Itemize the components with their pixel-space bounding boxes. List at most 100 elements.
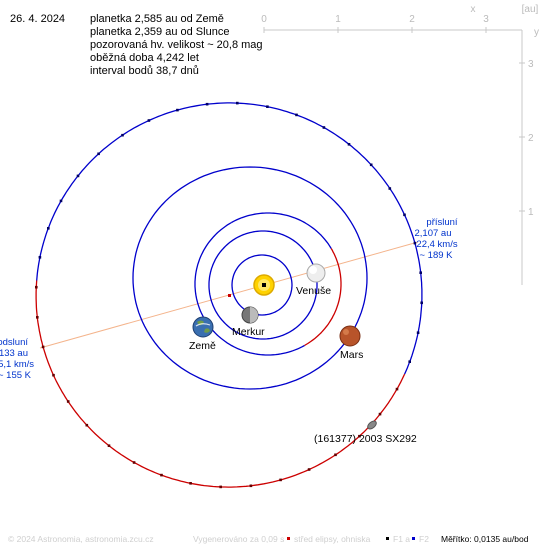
mars-orbit bbox=[132, 166, 368, 390]
orbit-point bbox=[369, 163, 373, 167]
x-tick-label: 2 bbox=[409, 14, 415, 25]
orbit-point bbox=[38, 256, 42, 259]
aphelion-distance: 2,133 au bbox=[0, 348, 28, 359]
orbit-point bbox=[121, 133, 124, 137]
info-block: 26. 4. 2024 planetka 2,585 au od Země pl… bbox=[10, 13, 263, 77]
orbit-point bbox=[408, 360, 411, 363]
generated-text: Vygenerováno za 0,09 s bbox=[193, 534, 284, 544]
earth-orbit-blue bbox=[231, 212, 332, 249]
orbit-point bbox=[176, 108, 179, 112]
x-axis-name: x bbox=[471, 4, 476, 15]
info-line: pozorovaná hv. velikost ~ 20,8 mag bbox=[90, 39, 263, 51]
orbit-point bbox=[236, 101, 239, 105]
mars: Mars bbox=[339, 325, 363, 361]
axis-unit: [au] bbox=[522, 4, 539, 15]
sun bbox=[253, 274, 275, 296]
orbit-point bbox=[388, 187, 392, 190]
asteroid-orbit bbox=[35, 102, 423, 488]
aphelion-title: odsluní bbox=[0, 337, 28, 348]
perihelion-speed: 22,4 km/s bbox=[416, 239, 457, 250]
info-line: oběžná doba 4,242 let bbox=[90, 52, 199, 64]
orbit-point bbox=[378, 412, 382, 416]
orbit-point bbox=[395, 387, 399, 391]
center-legend-text: střed elipsy, ohniska bbox=[294, 534, 371, 544]
f1-legend-text: F1 a bbox=[393, 534, 410, 544]
orbit-point bbox=[295, 113, 298, 117]
orbit-point bbox=[403, 213, 406, 217]
mercury-lit-side bbox=[250, 307, 258, 323]
y-axis-name: y bbox=[534, 27, 539, 38]
info-line: planetka 2,359 au od Slunce bbox=[90, 26, 229, 38]
earth-clouds bbox=[195, 323, 211, 327]
venus-orbit-blue bbox=[208, 230, 318, 285]
ellipse-center-marker bbox=[228, 294, 231, 297]
earth-orbit-red bbox=[304, 248, 342, 347]
mars-label: Mars bbox=[340, 349, 363, 361]
footer: © 2024 Astronomia, astronomia.zcu.cz Vyg… bbox=[8, 534, 529, 544]
orbit-point bbox=[107, 444, 111, 447]
f2-legend-marker bbox=[412, 537, 415, 540]
info-line: interval bodů 38,7 dnů bbox=[90, 65, 199, 77]
earth-label: Země bbox=[189, 340, 216, 352]
y-tick-label: 2 bbox=[528, 133, 534, 144]
orbit-point bbox=[347, 143, 351, 146]
mercury-label: Merkur bbox=[232, 326, 265, 338]
asteroid-icon bbox=[367, 420, 377, 430]
earth: Země bbox=[189, 316, 216, 352]
venus: Venuše bbox=[296, 263, 331, 297]
orbit-point bbox=[41, 345, 45, 349]
copyright-text: © 2024 Astronomia, astronomia.zcu.cz bbox=[8, 534, 154, 544]
asteroid-label: (161377) 2003 SX292 bbox=[314, 433, 417, 445]
orbit-point bbox=[279, 478, 282, 482]
orbit-point bbox=[59, 199, 63, 203]
f2-legend-text: F2 bbox=[419, 534, 429, 544]
venus-highlight bbox=[309, 266, 317, 274]
orbit-point bbox=[419, 271, 422, 274]
orbit-point bbox=[47, 227, 50, 230]
y-tick-label: 3 bbox=[528, 59, 534, 70]
orbit-point bbox=[307, 468, 311, 471]
mercury-orbit bbox=[231, 254, 293, 316]
aphelion-annotation: odsluní 2,133 au 15,1 km/s ~ 155 K bbox=[0, 337, 34, 381]
perihelion-annotation: přísluní 2,107 au 22,4 km/s ~ 189 K bbox=[415, 217, 458, 261]
orbit-point bbox=[420, 301, 423, 305]
aphelion-temperature: ~ 155 K bbox=[0, 370, 32, 381]
venus-label: Venuše bbox=[296, 285, 331, 297]
asteroid-orbit-red bbox=[35, 280, 406, 488]
orbit-point bbox=[416, 331, 420, 334]
inner-orbits bbox=[132, 166, 368, 390]
date-label: 26. 4. 2024 bbox=[10, 13, 65, 25]
asteroid-orbit-points bbox=[35, 101, 423, 489]
y-tick-label: 1 bbox=[528, 207, 534, 218]
venus-orbit-blue bbox=[208, 285, 318, 340]
x-tick-label: 3 bbox=[483, 14, 489, 25]
scale-text: Měřítko: 0,0135 au/bod bbox=[441, 534, 529, 544]
orbit-point bbox=[76, 174, 80, 178]
orbit-point bbox=[35, 285, 38, 289]
focus-marker bbox=[262, 283, 266, 287]
orbit-point bbox=[97, 152, 100, 156]
center-legend-marker bbox=[287, 537, 290, 540]
orbit-point bbox=[266, 105, 269, 108]
orbit-point bbox=[36, 316, 39, 319]
info-line: planetka 2,585 au od Země bbox=[90, 13, 224, 25]
orbit-point bbox=[160, 473, 163, 477]
orbit-point bbox=[322, 126, 326, 129]
y-axis-ticks bbox=[519, 62, 525, 212]
venus-icon bbox=[306, 263, 326, 283]
perihelion-distance: 2,107 au bbox=[415, 228, 452, 239]
x-tick-label: 1 bbox=[335, 14, 341, 25]
mars-icon bbox=[339, 325, 361, 347]
mars-highlight bbox=[343, 329, 349, 335]
orbit-point bbox=[52, 373, 55, 377]
orbit-point bbox=[147, 119, 151, 122]
orbit-point bbox=[334, 453, 337, 457]
f1-legend-marker bbox=[386, 537, 389, 540]
asteroid: (161377) 2003 SX292 bbox=[314, 420, 417, 445]
orbit-point bbox=[85, 423, 89, 427]
x-tick-label: 0 bbox=[261, 14, 267, 25]
orbit-point bbox=[66, 400, 70, 403]
earth-icon bbox=[192, 316, 214, 338]
